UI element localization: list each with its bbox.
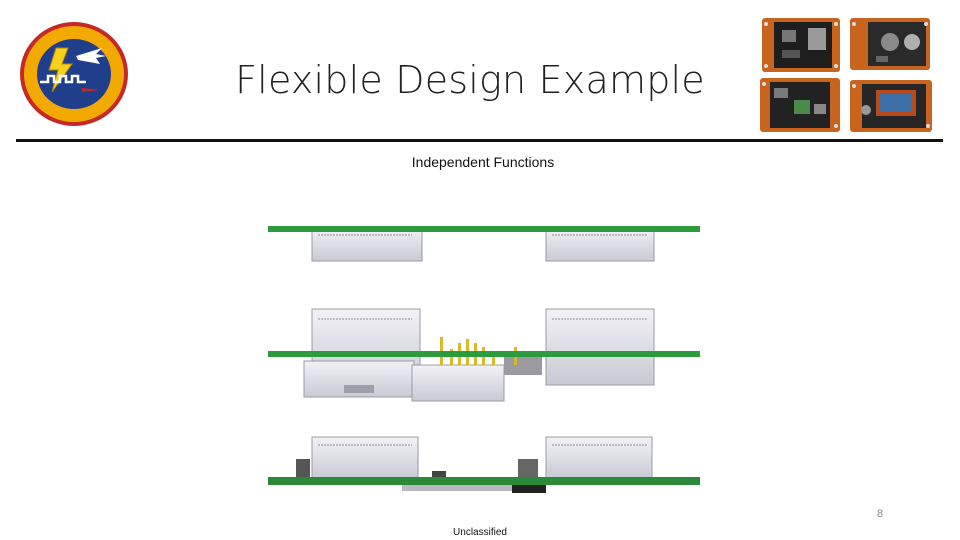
classification-marking: Unclassified	[453, 527, 507, 538]
device-photo-3	[760, 78, 840, 132]
device-photos	[752, 14, 940, 136]
board-stack-diagram	[262, 215, 706, 495]
board-middle	[268, 308, 700, 402]
board-bottom	[268, 436, 700, 493]
page-number: 8	[876, 508, 884, 520]
slide-title: Flexible Design Example	[235, 58, 705, 102]
title-divider	[16, 139, 943, 142]
device-photo-2	[850, 18, 930, 70]
squadron-logo	[16, 18, 132, 130]
device-photo-4	[850, 80, 932, 132]
device-photo-1	[762, 18, 840, 72]
diagram-caption: Independent Functions	[411, 154, 555, 170]
board-top	[268, 226, 700, 262]
